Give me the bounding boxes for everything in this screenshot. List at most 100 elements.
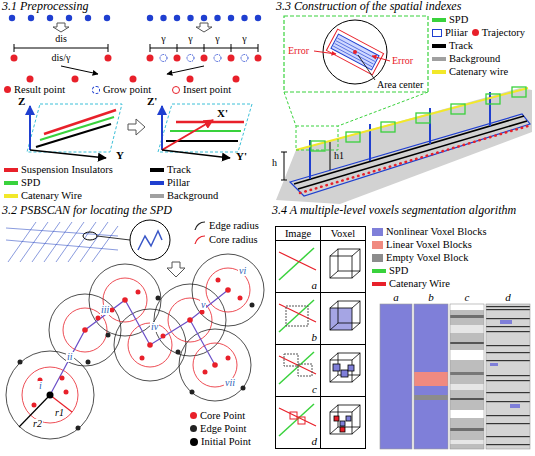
point-cloud <box>281 180 287 181</box>
voxel-bars <box>486 345 530 346</box>
cluster-radii <box>6 254 264 439</box>
legend-swatch <box>194 221 206 231</box>
zoom-inset <box>337 38 376 59</box>
point-rows <box>228 15 234 21</box>
legend-arc <box>195 222 205 230</box>
point-cloud <box>290 114 530 196</box>
edge-points <box>190 390 195 395</box>
hollow-arrow <box>196 23 212 32</box>
voxel-cube <box>330 256 352 278</box>
voxel-bars <box>414 395 448 400</box>
edge-points <box>18 360 23 365</box>
point-rows <box>9 15 15 21</box>
legend-text: Empty Voxel Block <box>386 252 468 264</box>
voxel-cells <box>321 293 366 345</box>
legend-item: Pillar <box>150 177 190 189</box>
image-cell-drawing <box>279 352 314 384</box>
scan-lines <box>6 240 118 250</box>
hollow-arrow <box>128 119 145 135</box>
column-letter: d <box>505 291 511 303</box>
scan-lines <box>80 222 108 262</box>
roman-numeral: iv <box>150 322 159 332</box>
legend-swatch <box>150 181 164 185</box>
cluster-radii <box>114 309 186 381</box>
point-cloud <box>486 94 500 104</box>
legend-text: Grow point <box>103 84 151 96</box>
voxel-cube <box>352 405 360 412</box>
spacing-bars <box>14 44 258 52</box>
point-rows <box>9 15 261 21</box>
core-points <box>187 317 193 323</box>
coordinate-box <box>30 150 106 158</box>
legend-swatch <box>150 194 164 198</box>
result-points <box>187 76 194 83</box>
point-cloud <box>381 122 395 132</box>
core-points <box>122 297 128 303</box>
voxel-cube <box>334 416 339 421</box>
spacing-bars <box>177 44 178 52</box>
legend-swatch <box>190 412 197 419</box>
voxel-bars <box>450 372 484 375</box>
image-cell-drawing <box>279 252 316 270</box>
point-rows <box>104 15 110 21</box>
result-points <box>228 55 235 62</box>
result-points <box>233 76 240 83</box>
legend-swatch <box>172 86 180 94</box>
point-cloud <box>296 88 528 150</box>
step-label: γ <box>188 33 192 44</box>
edge-points <box>86 360 91 365</box>
zoom-inset <box>284 16 428 150</box>
zoom-inset <box>333 46 372 67</box>
legend-swatch <box>4 86 11 93</box>
voxel-cube <box>330 249 360 434</box>
scan-lines <box>20 222 48 262</box>
legend-text: Result point <box>14 84 65 96</box>
legend-swatch <box>4 181 18 185</box>
voxel-bars <box>486 306 530 307</box>
legend-text: Edge Point <box>200 423 246 435</box>
image-cell-drawing <box>298 364 312 376</box>
voxel-cube <box>330 271 338 278</box>
scan-lines <box>8 222 36 262</box>
dimension-label: h1 <box>334 150 344 161</box>
legend-text: Catenary Wire <box>21 190 82 202</box>
result-points <box>105 55 112 62</box>
legend-swatch <box>92 86 100 94</box>
legend-swatch <box>372 228 383 236</box>
core-points <box>226 356 231 361</box>
legend-item: Insert point <box>172 84 231 96</box>
zoom-inset <box>358 55 375 80</box>
legend-item: Background <box>432 53 500 65</box>
roman-numeral: i <box>38 381 43 391</box>
grow-points <box>187 55 194 62</box>
legend-text: Background <box>449 53 500 65</box>
coordinate-box <box>40 117 114 140</box>
voxel-cube <box>352 249 360 256</box>
voxel-cells <box>321 241 366 293</box>
grow-points <box>214 55 221 62</box>
voxel-bars <box>486 352 530 353</box>
spacing-bars <box>14 44 15 52</box>
table-header: Voxel <box>320 226 366 241</box>
zoom-circle <box>83 220 170 260</box>
voxel-cells <box>321 241 366 449</box>
image-cell-drawing <box>279 300 314 332</box>
legend-text: Catenary wire <box>449 66 508 78</box>
scan-lines <box>68 222 96 262</box>
voxel-cube <box>338 405 360 427</box>
axis-label: Y' <box>236 150 247 162</box>
voxel-bars <box>380 304 412 449</box>
scan-lines <box>6 228 118 236</box>
coordinate-box <box>161 106 163 150</box>
legend-item: Nonlinear Voxel Blocks <box>372 226 487 238</box>
legend-item: Core radius <box>194 234 258 246</box>
coordinate-box <box>162 150 230 158</box>
voxel-bars <box>450 304 484 449</box>
step-label: γ <box>242 33 246 44</box>
zoom-inset <box>296 126 338 150</box>
cluster-links <box>50 290 228 395</box>
zoom-inset <box>284 16 428 92</box>
voxel-bars <box>450 410 484 418</box>
voxel-bars <box>490 363 498 366</box>
point-rows <box>160 15 166 21</box>
